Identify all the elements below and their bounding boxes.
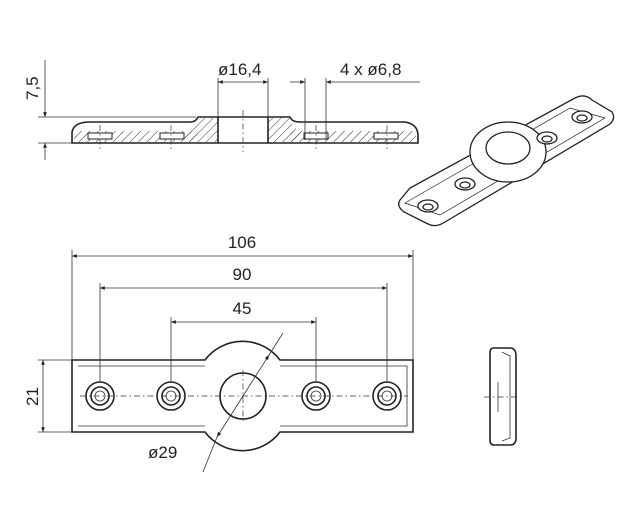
top-view: 106 90 45 21 ø29	[23, 233, 414, 473]
overall-length-dimension: 106	[228, 233, 256, 252]
mount-holes-dimension: 4 x ø6,8	[340, 60, 401, 79]
inner-hole-spacing-dimension: 45	[233, 299, 252, 318]
isometric-view	[398, 95, 615, 227]
outer-hole-spacing-dimension: 90	[233, 265, 252, 284]
height-dimension: 7,5	[23, 76, 42, 100]
side-view	[484, 347, 520, 446]
center-hole-dimension: ø16,4	[218, 60, 261, 79]
width-dimension: 21	[23, 387, 42, 406]
boss-diameter-dimension: ø29	[148, 443, 177, 462]
section-view: 7,5 ø16,4 4 x ø6,8	[23, 60, 420, 160]
